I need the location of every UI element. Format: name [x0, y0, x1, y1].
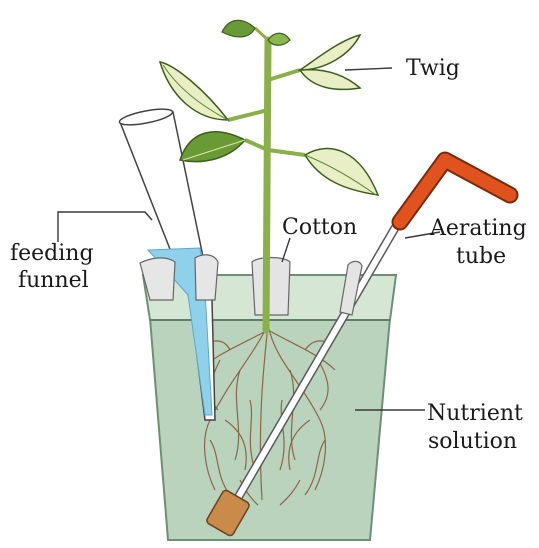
- pot-body: [150, 318, 390, 540]
- label-aerating-line2: tube: [456, 244, 506, 269]
- label-feeding-line2: funnel: [18, 268, 89, 293]
- stem: [266, 40, 268, 330]
- leaf: [305, 148, 378, 195]
- label-feeding-line1: feeding: [10, 241, 94, 266]
- leaf: [300, 70, 360, 90]
- leaf: [180, 132, 245, 162]
- label-cotton: Cotton: [282, 215, 357, 240]
- label-twig: Twig: [406, 56, 460, 81]
- label-nutrient-line1: Nutrient: [427, 401, 523, 426]
- label-aerating-line1: Aerating: [429, 216, 527, 241]
- leaf: [268, 33, 290, 45]
- label-nutrient-line2: solution: [428, 429, 517, 454]
- leaf: [300, 35, 360, 70]
- leaf: [222, 20, 255, 37]
- cotton-plug: [252, 258, 290, 316]
